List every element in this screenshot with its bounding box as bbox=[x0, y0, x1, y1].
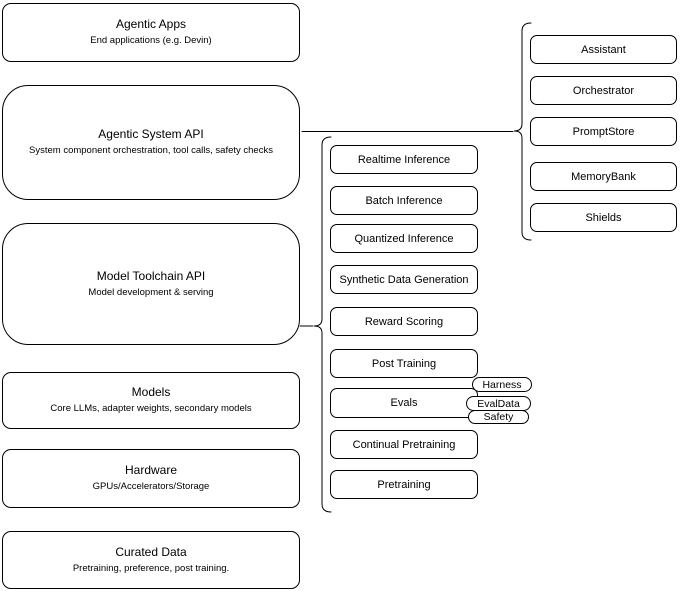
node-batch-inference: Batch Inference bbox=[330, 186, 478, 215]
node-label: Continual Pretraining bbox=[352, 438, 456, 451]
node-label: Realtime Inference bbox=[357, 153, 451, 166]
node-model-toolchain-api: Model Toolchain API Model development & … bbox=[2, 223, 300, 345]
tag-label: EvalData bbox=[477, 397, 520, 410]
node-hardware: Hardware GPUs/Accelerators/Storage bbox=[2, 449, 300, 508]
node-evals: Evals bbox=[330, 388, 478, 418]
node-synthetic-data-generation: Synthetic Data Generation bbox=[330, 265, 478, 294]
node-label: Orchestrator bbox=[572, 84, 635, 97]
node-curated-data: Curated Data Pretraining, preference, po… bbox=[2, 531, 300, 589]
tag-label: Harness bbox=[482, 378, 522, 391]
node-label: Synthetic Data Generation bbox=[339, 273, 469, 286]
node-subtitle: End applications (e.g. Devin) bbox=[90, 35, 212, 47]
node-post-training: Post Training bbox=[330, 349, 478, 378]
node-label: Shields bbox=[585, 211, 622, 224]
node-label: Pretraining bbox=[377, 478, 431, 491]
node-reward-scoring: Reward Scoring bbox=[330, 307, 478, 336]
node-title: Model Toolchain API bbox=[96, 268, 206, 283]
node-label: MemoryBank bbox=[571, 170, 636, 183]
node-subtitle: Pretraining, preference, post training. bbox=[72, 562, 230, 574]
tag-harness: Harness bbox=[472, 377, 532, 392]
node-realtime-inference: Realtime Inference bbox=[330, 145, 478, 174]
node-label: Reward Scoring bbox=[364, 315, 444, 328]
components-brace bbox=[513, 22, 532, 241]
tag-safety: Safety bbox=[468, 410, 529, 424]
node-title: Agentic Apps bbox=[115, 17, 187, 32]
node-continual-pretraining: Continual Pretraining bbox=[330, 430, 478, 459]
node-promptstore: PromptStore bbox=[530, 117, 677, 146]
tag-label: Safety bbox=[483, 411, 514, 423]
node-subtitle: GPUs/Accelerators/Storage bbox=[92, 481, 210, 493]
toolchain-brace bbox=[313, 136, 332, 513]
node-orchestrator: Orchestrator bbox=[530, 76, 677, 105]
node-title: Models bbox=[131, 385, 171, 400]
node-subtitle: Model development & serving bbox=[88, 286, 214, 298]
node-label: Post Training bbox=[371, 357, 437, 370]
node-quantized-inference: Quantized Inference bbox=[330, 224, 478, 253]
node-memorybank: MemoryBank bbox=[530, 162, 677, 191]
node-agentic-apps: Agentic Apps End applications (e.g. Devi… bbox=[2, 3, 300, 62]
node-label: PromptStore bbox=[572, 125, 635, 138]
node-label: Evals bbox=[390, 397, 418, 409]
node-title: Hardware bbox=[124, 463, 178, 478]
node-label: Batch Inference bbox=[365, 194, 443, 207]
node-label: Assistant bbox=[581, 43, 626, 56]
node-agentic-system-api: Agentic System API System component orch… bbox=[2, 85, 300, 200]
node-title: Agentic System API bbox=[98, 127, 204, 142]
node-label: Quantized Inference bbox=[354, 232, 454, 245]
node-assistant: Assistant bbox=[530, 35, 677, 64]
node-subtitle: Core LLMs, adapter weights, secondary mo… bbox=[50, 403, 252, 415]
node-models: Models Core LLMs, adapter weights, secon… bbox=[2, 372, 300, 429]
node-shields: Shields bbox=[530, 203, 677, 232]
node-pretraining: Pretraining bbox=[330, 470, 478, 499]
node-subtitle: System component orchestration, tool cal… bbox=[29, 145, 273, 157]
node-title: Curated Data bbox=[115, 544, 187, 559]
tag-evaldata: EvalData bbox=[466, 396, 531, 411]
